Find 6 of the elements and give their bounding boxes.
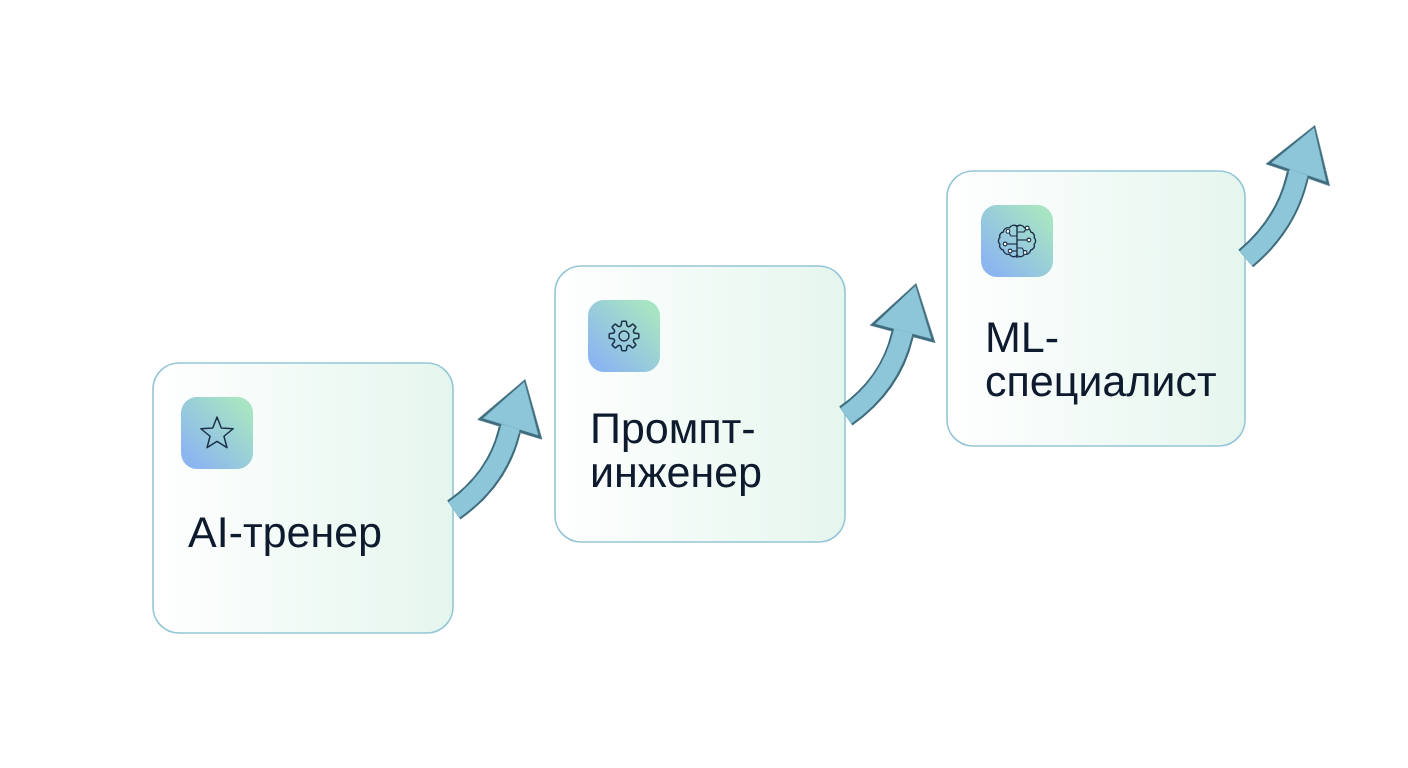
arrow [446,379,543,520]
role-card: Промпт-инженер [554,265,846,543]
arrow [1238,125,1330,268]
role-card: ML-специалист [946,170,1246,447]
role-card: AI-тренер [152,362,454,634]
arrow [838,283,936,426]
